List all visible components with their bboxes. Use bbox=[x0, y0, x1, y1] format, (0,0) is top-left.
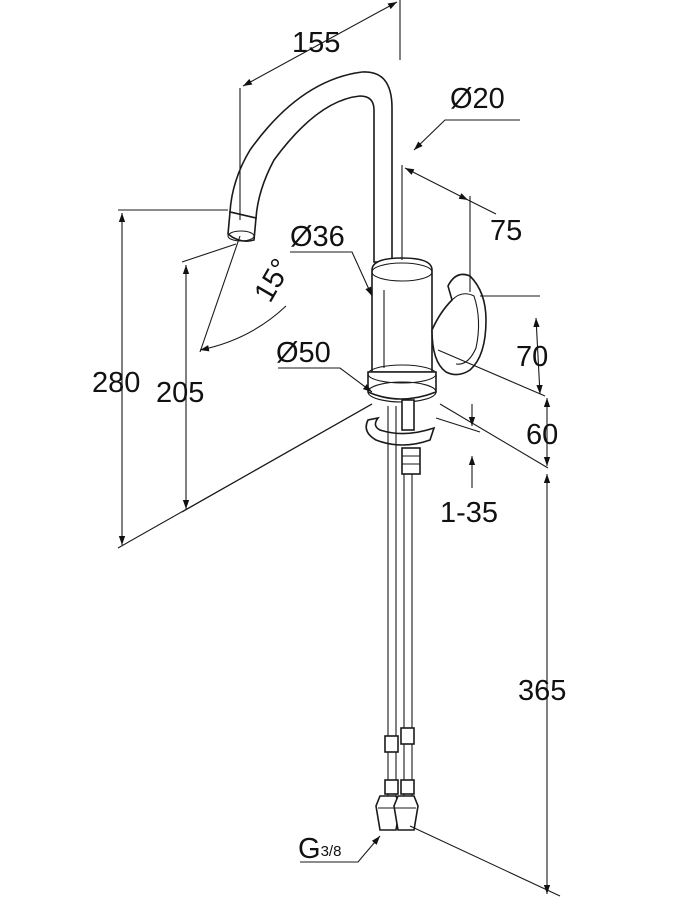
mounting-stud bbox=[401, 399, 415, 431]
label-155: 155 bbox=[292, 27, 340, 59]
label-1-35: 1-35 bbox=[440, 497, 498, 529]
mounting-bracket bbox=[365, 416, 436, 446]
label-205: 205 bbox=[156, 377, 204, 409]
connection-nut-right bbox=[393, 795, 419, 831]
body-column bbox=[371, 257, 433, 373]
label-365: 365 bbox=[518, 675, 566, 707]
label-280: 280 bbox=[92, 367, 140, 399]
body-top-ring bbox=[371, 262, 433, 282]
spout-outlet-ring bbox=[227, 230, 255, 242]
base-rosette bbox=[367, 371, 437, 400]
dimension-labels: 155 Ø20 75 Ø36 15° 280 205 Ø50 70 60 1-3… bbox=[92, 27, 566, 865]
lever-inner bbox=[451, 293, 480, 365]
label-g38-letter: G bbox=[298, 833, 321, 865]
dimension-lines bbox=[117, 0, 561, 897]
label-d20: Ø20 bbox=[450, 83, 505, 115]
lever-handle bbox=[431, 273, 487, 376]
dim-arc-15 bbox=[199, 305, 287, 352]
label-g38-fraction: 3/8 bbox=[321, 843, 342, 860]
label-d36: Ø36 bbox=[290, 221, 345, 253]
dim-line-70 bbox=[533, 317, 543, 395]
leader-d36 bbox=[290, 251, 373, 297]
base-rosette-top bbox=[367, 364, 437, 384]
label-60: 60 bbox=[526, 419, 558, 451]
label-70: 70 bbox=[516, 341, 548, 373]
dim-line-155 bbox=[242, 1, 398, 87]
dim-line-75 bbox=[404, 167, 469, 201]
label-15-degrees: 15° bbox=[248, 254, 298, 308]
label-75: 75 bbox=[490, 215, 522, 247]
hose-crimp-left bbox=[384, 735, 399, 753]
label-g38: G3/8 bbox=[298, 833, 341, 865]
shank-nut bbox=[401, 447, 421, 475]
label-d50: Ø50 bbox=[276, 337, 331, 369]
hose-crimp-right bbox=[400, 727, 415, 745]
spout-outlet bbox=[227, 211, 257, 242]
leader-g38 bbox=[300, 835, 381, 863]
leader-d50 bbox=[278, 367, 373, 393]
leader-d20 bbox=[413, 119, 520, 151]
faucet-outline bbox=[227, 71, 487, 831]
